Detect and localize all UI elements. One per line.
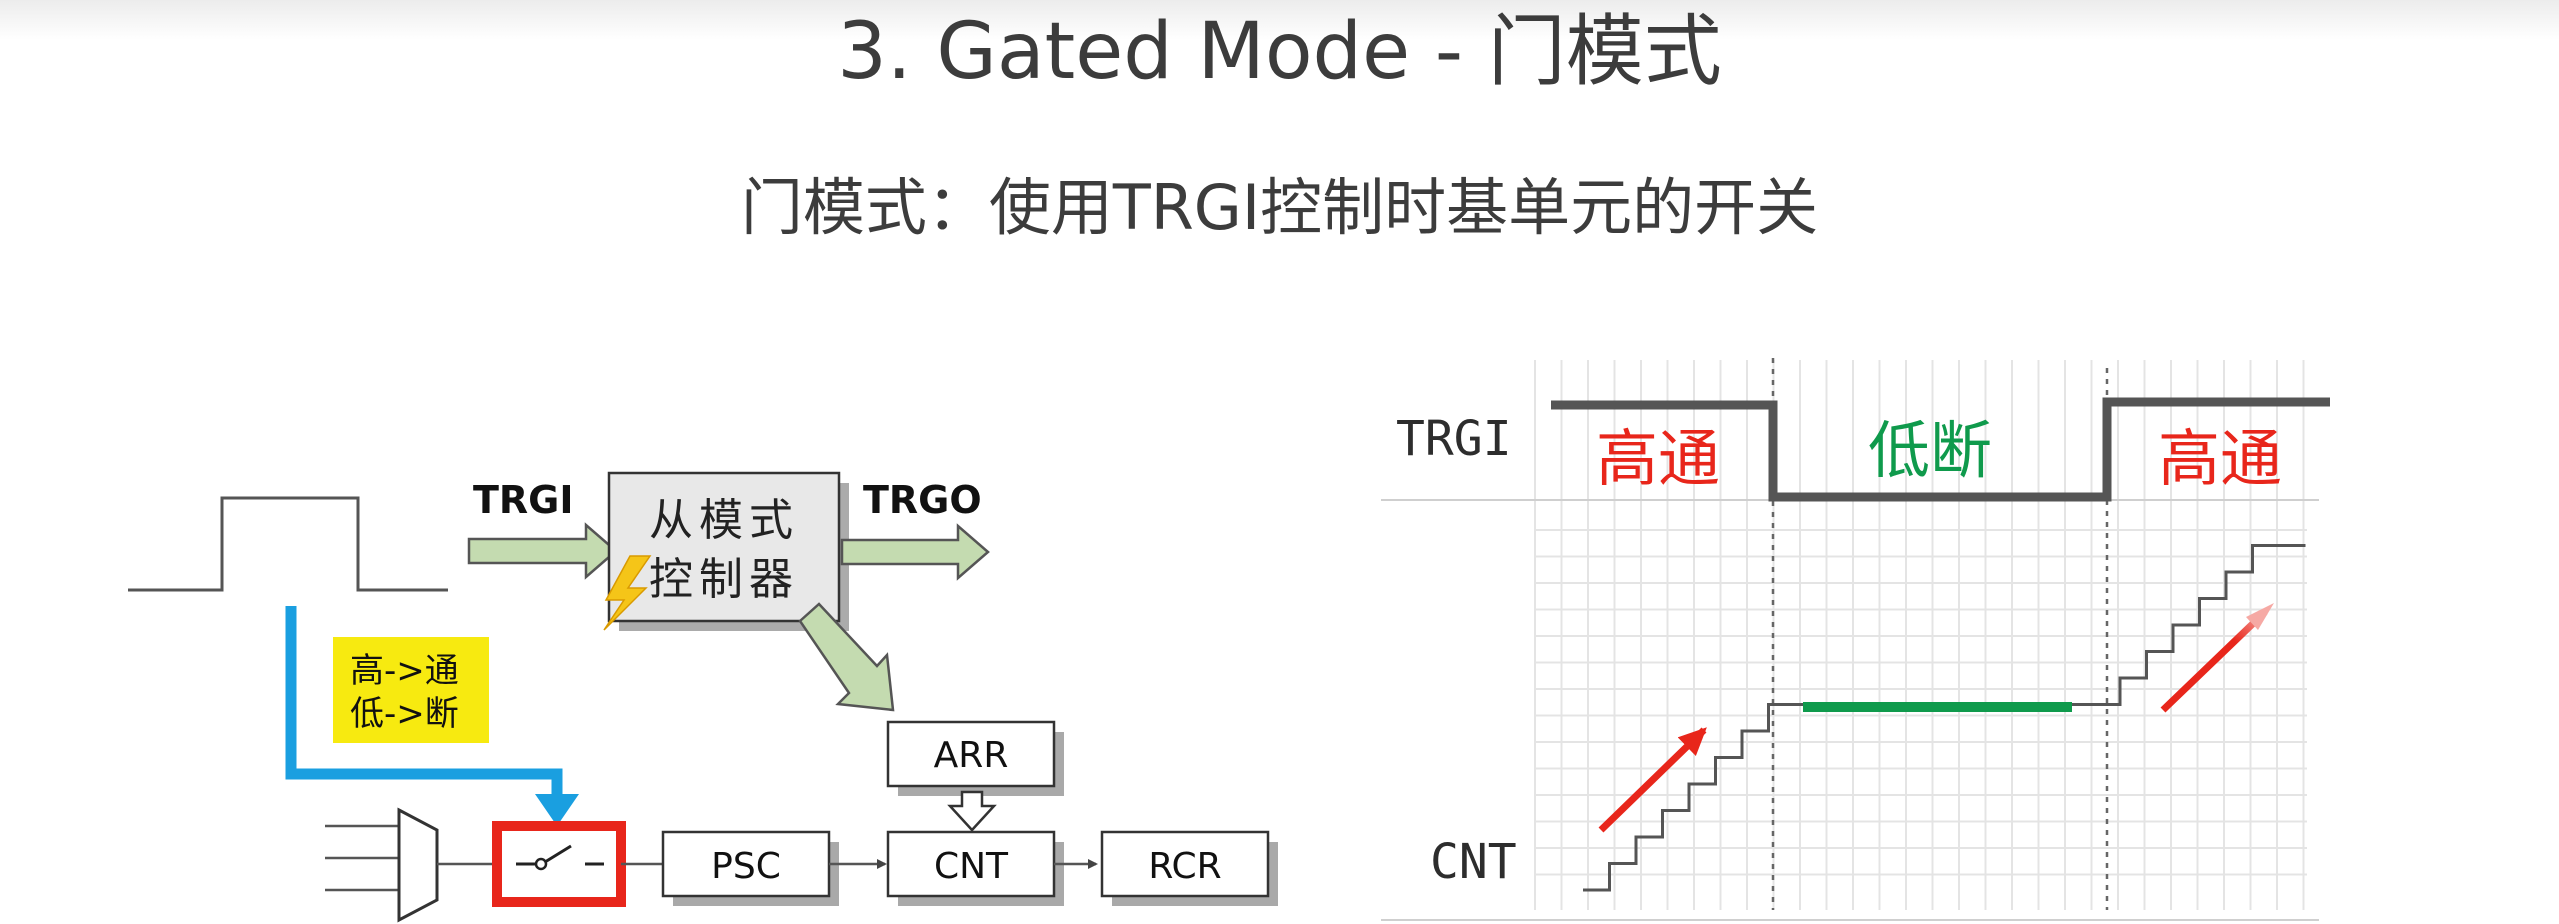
timing-grid xyxy=(1534,360,2307,910)
controller-to-counter-arrow xyxy=(798,602,895,712)
trgi-label: TRGI xyxy=(473,478,574,522)
gate-signal-arrowhead xyxy=(535,794,579,826)
controller-label-line1: 从模式 xyxy=(649,495,799,546)
arr-to-cnt-arrow xyxy=(947,790,997,832)
phase-label-on-2: 高通 xyxy=(2158,422,2282,495)
page-subtitle: 门模式：使用TRGI控制时基单元的开关 xyxy=(740,171,1819,244)
top-bar xyxy=(0,0,2559,40)
trgo-label: TRGO xyxy=(863,478,982,522)
mux-icon xyxy=(325,807,439,923)
psc-label: PSC xyxy=(711,846,781,887)
gate-signal-path xyxy=(285,606,563,800)
block-diagram: TRGI 从模式 控制器 TRGO 高->通 低->断 xyxy=(128,471,1278,923)
phase-label-on-1: 高通 xyxy=(1596,422,1720,495)
gate-rule-note xyxy=(333,637,489,743)
trgi-arrow xyxy=(467,522,618,580)
page-title: 3. Gated Mode - 门模式 xyxy=(837,7,1722,97)
input-pulse-waveform xyxy=(128,496,448,592)
cnt-box xyxy=(886,830,1056,898)
count-up-arrow-2-head xyxy=(2246,603,2274,630)
note-line-high: 高->通 xyxy=(350,651,459,691)
cnt-staircase-waveform xyxy=(1583,544,2306,892)
cnt-label: CNT xyxy=(934,846,1009,887)
rcr-label: RCR xyxy=(1148,846,1221,887)
arr-box xyxy=(886,720,1056,788)
rcr-box xyxy=(1100,830,1270,898)
phase-label-off: 低断 xyxy=(1868,414,1992,487)
count-up-arrow-1 xyxy=(1598,727,1707,833)
timing-cnt-label: CNT xyxy=(1430,834,1517,890)
trgi-waveform xyxy=(1551,397,2330,502)
switch-icon xyxy=(516,844,604,871)
count-up-arrow-2 xyxy=(2160,609,2268,713)
controller-label-line2: 控制器 xyxy=(649,554,799,605)
psc-box xyxy=(661,830,831,898)
timing-trgi-label: TRGI xyxy=(1396,411,1512,467)
note-line-low: 低->断 xyxy=(350,694,459,734)
lightning-icon xyxy=(603,555,652,631)
timing-diagram: TRGI CNT 高通 低断 高通 xyxy=(1381,358,2330,921)
trgo-arrow xyxy=(840,523,990,581)
slave-mode-controller-box xyxy=(607,471,841,623)
arr-label: ARR xyxy=(934,735,1009,776)
